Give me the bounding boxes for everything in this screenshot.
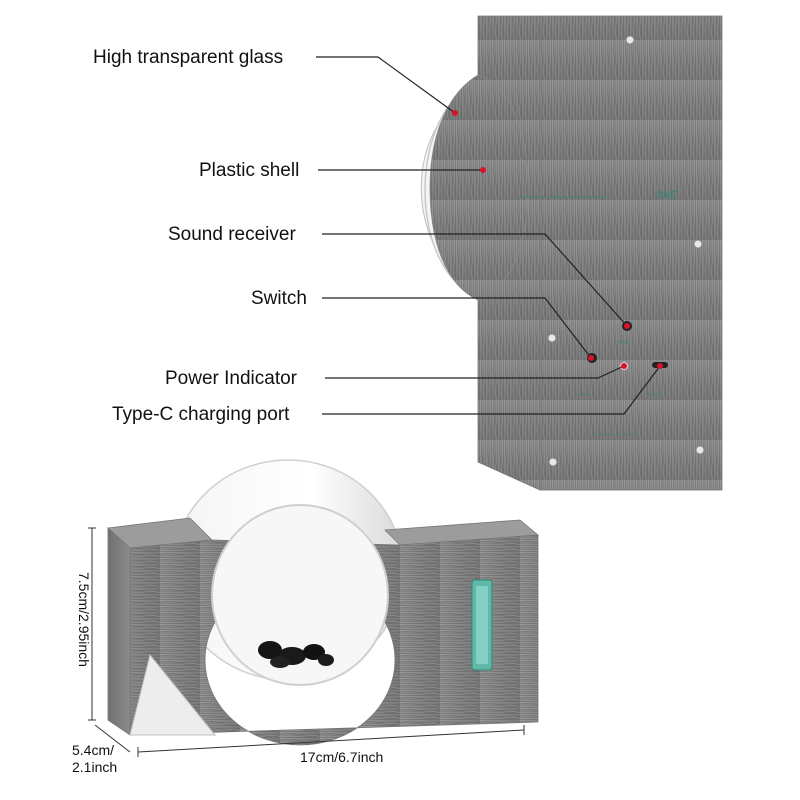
callout-dots <box>452 110 663 369</box>
svg-text:ONE: ONE <box>655 190 677 201</box>
callout-shell-label: Plastic shell <box>199 160 299 181</box>
callout-typec-label: Type-C charging port <box>112 404 290 425</box>
dimension-height-label: 7.5cm/2.95inch <box>76 572 92 667</box>
screw-icon <box>547 333 557 343</box>
screw-icon <box>695 445 705 455</box>
black-stones <box>258 641 334 668</box>
dimension-width-label: 17cm/6.7inch <box>300 749 383 765</box>
svg-text:MIC: MIC <box>618 340 630 346</box>
front-view-product <box>107 459 540 746</box>
dimension-depth-label-line1: 5.4cm/ <box>72 742 114 758</box>
callout-leaders <box>316 56 661 415</box>
device-left-side <box>107 527 131 736</box>
dimension-depth-label-line2: 2.1inch <box>72 759 117 775</box>
device-back-face <box>539 15 723 491</box>
callout-glass-label: High transparent glass <box>93 47 283 68</box>
screw-icon <box>693 239 703 249</box>
screw-icon <box>625 35 635 45</box>
svg-text:━━ ━━━: ━━ ━━━ <box>577 392 595 398</box>
acrylic-foot <box>129 653 217 736</box>
svg-text:━━━━ ━━━━━━━━━: ━━━━ ━━━━━━━━━ <box>519 192 607 202</box>
screw-icon <box>548 457 558 467</box>
callout-sound-label: Sound receiver <box>168 224 296 245</box>
dimension-lines <box>88 527 525 757</box>
callout-power-label: Power Indicator <box>165 368 298 389</box>
svg-text:━━━━━: ━━━━━ <box>647 392 664 398</box>
glass-window <box>211 504 389 686</box>
svg-text:━━━━━━━━━━━━━━━━: ━━━━━━━━━━━━━━━━ <box>589 432 639 438</box>
callout-switch-label: Switch <box>251 288 307 309</box>
plastic-shell <box>429 74 529 301</box>
rear-view-product: ━━━━ ━━━━━━━━━ ONE MIC ━━ ━━━ ━━━━━ ━━━━… <box>420 15 723 491</box>
